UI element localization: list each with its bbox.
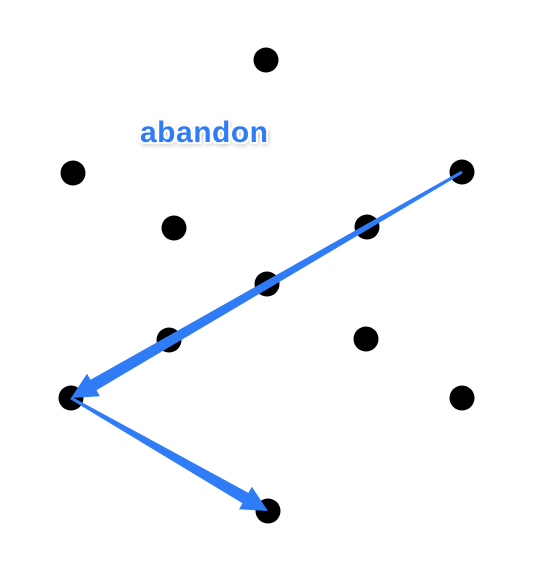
grid-dot-right-lower[interactable] — [449, 385, 475, 411]
grid-dot-left-upper[interactable] — [60, 160, 86, 186]
grid-dot-inner-upper-left[interactable] — [161, 215, 187, 241]
grid-dot-top[interactable] — [253, 47, 279, 73]
path-arrow-2 — [70, 396, 268, 511]
grid-dot-inner-lower-right[interactable] — [353, 326, 379, 352]
word-label: abandon — [140, 116, 269, 149]
path-arrow-1 — [71, 170, 463, 398]
